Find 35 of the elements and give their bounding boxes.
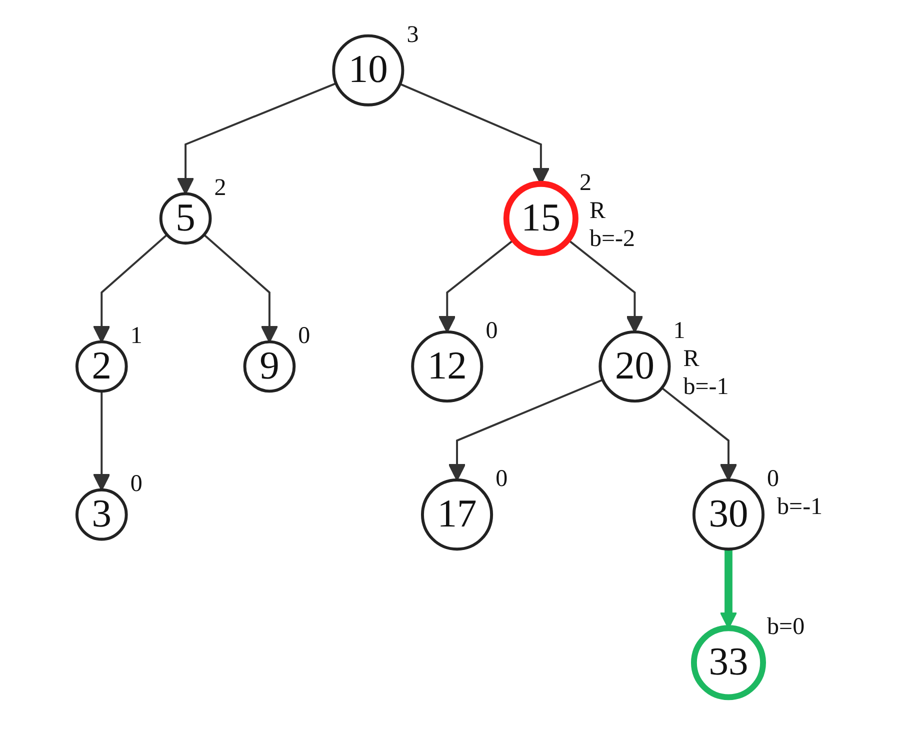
node-circle: 17 bbox=[421, 478, 494, 551]
node-annotation: 1 bbox=[673, 318, 686, 344]
node-annotation: 0 bbox=[298, 322, 310, 349]
node-annotation: 2 bbox=[214, 174, 226, 201]
node-annotation: b=0 bbox=[767, 614, 805, 640]
node-annotation: 0 bbox=[130, 470, 142, 497]
arrow bbox=[203, 234, 278, 343]
node-circle: 33 bbox=[690, 625, 766, 700]
node-circle: 9 bbox=[243, 340, 296, 393]
arrow bbox=[176, 82, 337, 195]
node-annotation: 0 bbox=[496, 466, 508, 492]
node-annotation: b=-1 bbox=[683, 374, 729, 400]
node-circle: 20 bbox=[598, 330, 671, 403]
node-annotation: R bbox=[683, 346, 700, 372]
arrow bbox=[661, 387, 738, 481]
node-annotation: R bbox=[589, 198, 606, 224]
node-annotation: 3 bbox=[406, 22, 419, 48]
node-circle: 10 bbox=[332, 34, 404, 106]
node-circle: 30 bbox=[692, 478, 765, 551]
node-circle: 15 bbox=[503, 180, 578, 256]
node-annotation: 0 bbox=[486, 318, 498, 344]
node-annotation: b=-1 bbox=[777, 494, 823, 520]
node-circle: 5 bbox=[159, 192, 212, 245]
node-annotation: 1 bbox=[130, 322, 142, 349]
node-annotation: b=-2 bbox=[589, 226, 635, 252]
node-circle: 3 bbox=[75, 488, 128, 541]
node-circle: 2 bbox=[75, 340, 128, 393]
arrow bbox=[567, 239, 644, 333]
arrow bbox=[92, 234, 168, 343]
node-circle: 12 bbox=[411, 330, 484, 403]
arrow bbox=[448, 378, 604, 481]
node-annotation: 0 bbox=[767, 466, 780, 492]
arrow bbox=[92, 391, 110, 491]
arrow bbox=[438, 239, 514, 333]
node-annotation: 2 bbox=[579, 170, 592, 196]
